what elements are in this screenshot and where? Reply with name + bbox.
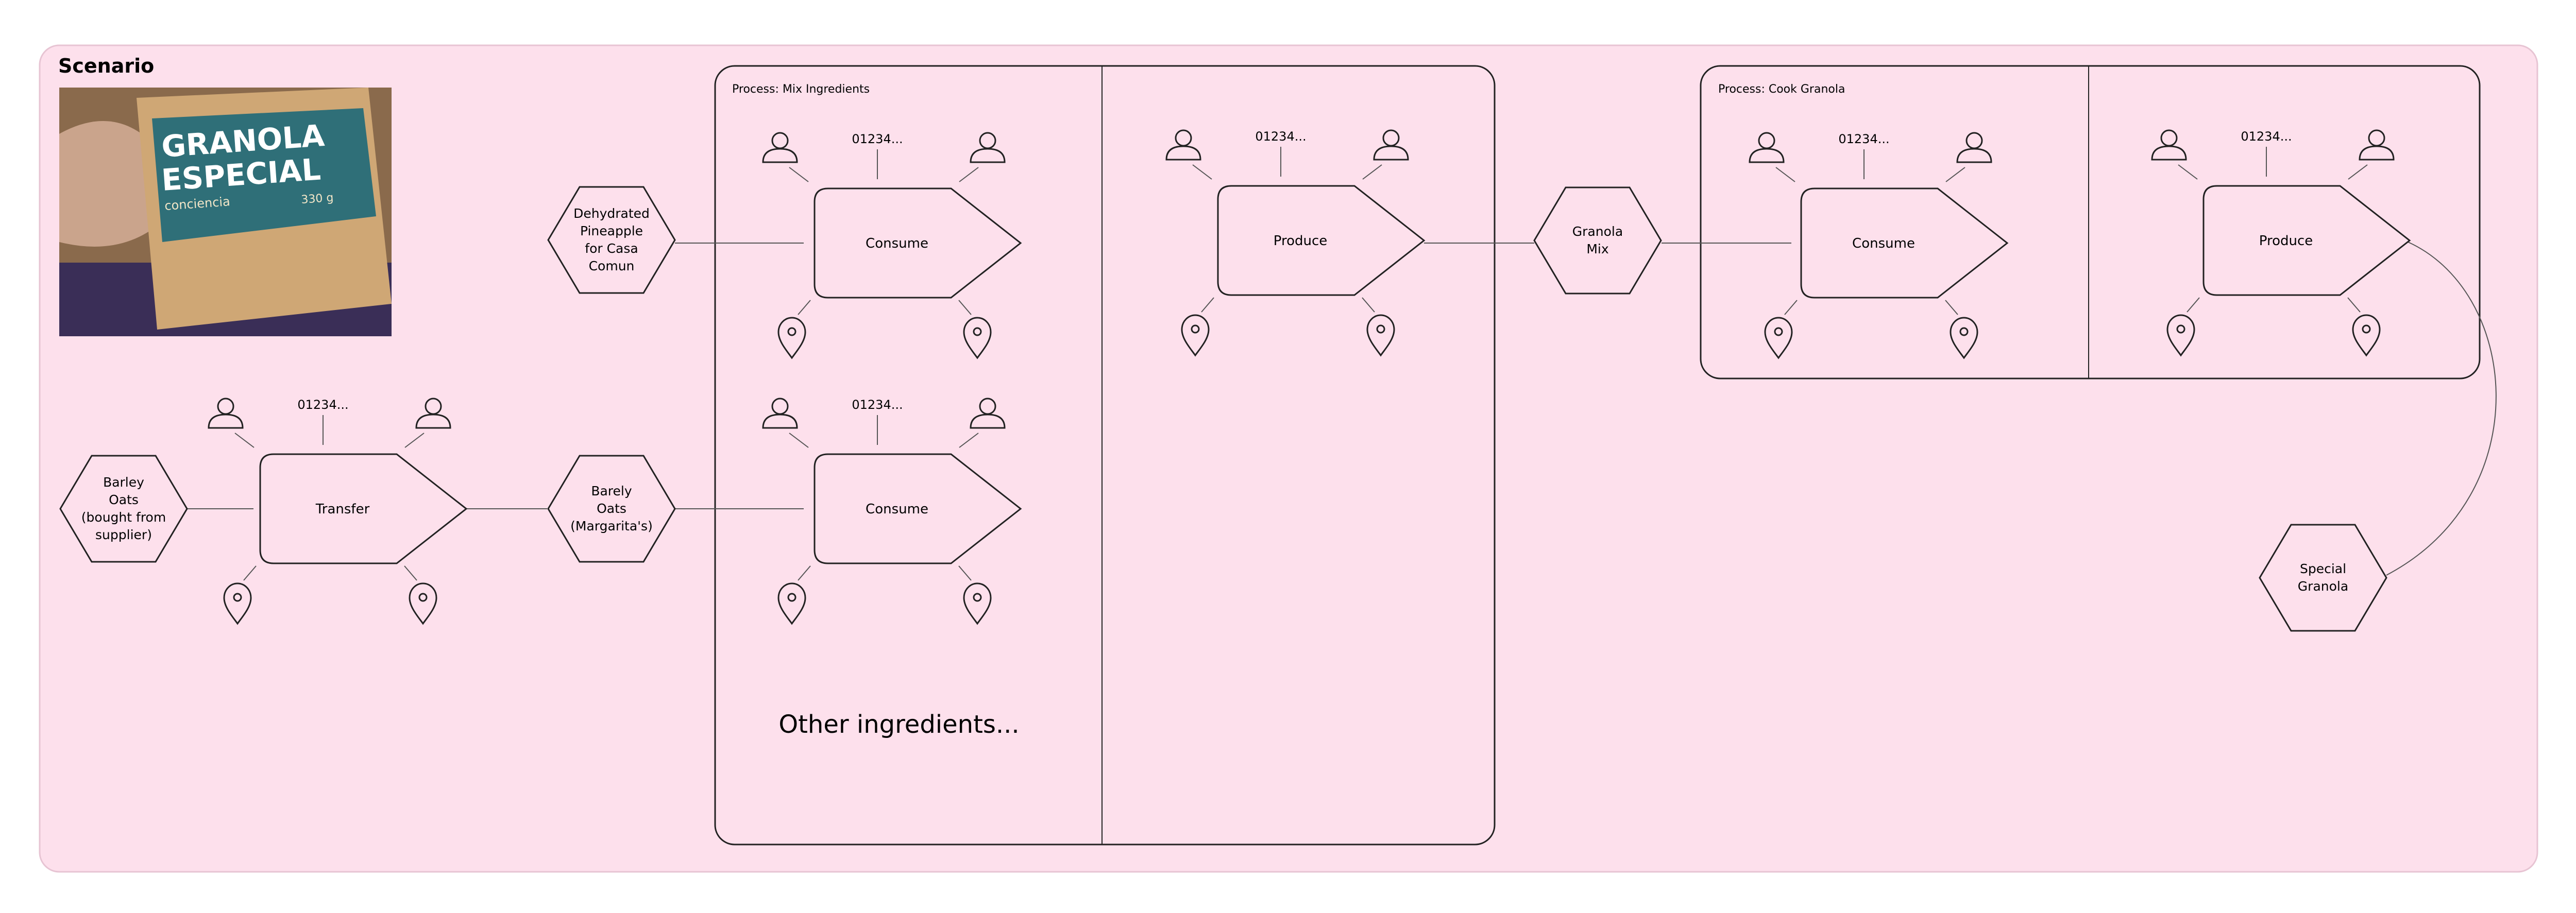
event-id-text: 01234...	[2241, 129, 2292, 144]
process-title: Process: Cook Granola	[1718, 83, 1845, 96]
event-id-text: 01234...	[852, 398, 903, 412]
resource-label-line: Oats	[597, 501, 626, 516]
resource-label-line: for Casa	[585, 241, 638, 256]
event-consume: Consume 01234...	[762, 132, 1022, 359]
event-label: Consume	[1852, 236, 1915, 251]
process-mix-ingredients: Process: Mix Ingredients Other ingredien…	[714, 65, 1496, 846]
event-produce: Produce 01234...	[2151, 129, 2411, 356]
event-transfer: Transfer 01234...	[208, 398, 468, 625]
scenario-title: Scenario	[58, 55, 154, 77]
event-id-text: 01234...	[1838, 132, 1889, 146]
event-label: Consume	[866, 502, 928, 517]
resource-label-line: Comun	[589, 259, 635, 273]
resource-label-line: Barely	[591, 484, 632, 498]
event-label: Transfer	[315, 502, 370, 517]
resource-label-line: Barley	[103, 475, 144, 490]
resource-label-line: Dehydrated	[573, 206, 650, 221]
resource-label-line: Pineapple	[580, 223, 643, 238]
other-ingredients-note: Other ingredients...	[778, 710, 1019, 739]
resource-label-line: Granola	[2298, 579, 2348, 594]
resource-label-line: Granola	[1572, 224, 1623, 239]
resource-label-line: (bought from	[81, 510, 166, 525]
resource-label-line: supplier)	[95, 527, 152, 542]
process-title: Process: Mix Ingredients	[732, 83, 870, 96]
resource-label-line: Special	[2300, 561, 2346, 576]
process-cook-granola: Process: Cook Granola	[1700, 65, 2481, 380]
resource-label-line: (Margarita's)	[570, 519, 653, 533]
event-id-text: 01234...	[1255, 129, 1306, 144]
event-label: Consume	[866, 236, 928, 251]
event-consume: Consume 01234...	[1749, 132, 2009, 359]
flow-connectors	[187, 240, 2497, 576]
event-id-text: 01234...	[297, 398, 348, 412]
scenario-frame	[39, 44, 2538, 873]
event-id-text: 01234...	[852, 132, 903, 146]
event-consume: Consume 01234...	[762, 398, 1022, 625]
resource-label-line: Mix	[1586, 242, 1608, 256]
granola-package-photo: GRANOLA ESPECIAL conciencia 330 g	[59, 88, 392, 336]
package-weight: 330 g	[301, 192, 334, 206]
event-label: Produce	[1274, 233, 1328, 249]
event-produce: Produce 01234...	[1165, 129, 1426, 356]
event-label: Produce	[2259, 233, 2313, 249]
resource-label-line: Oats	[109, 492, 139, 507]
